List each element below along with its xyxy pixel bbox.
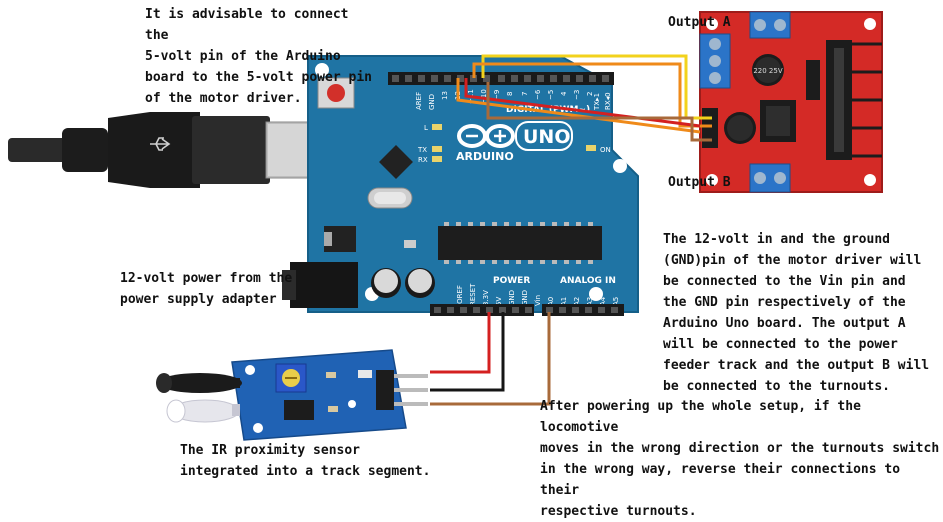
arduino-uno-board: AREF GND 13 12 ~11 ~10 ~9 8 7 ~6 ~5 4 ~3…	[282, 55, 639, 316]
analog-pin-label: A5	[612, 297, 620, 306]
l-led-label: L	[424, 124, 428, 132]
usb-symbol-icon	[150, 137, 171, 151]
analog-pin-label: A0	[547, 297, 555, 306]
digital-pin-label: GND	[428, 94, 436, 110]
analog-pin-label: A3	[586, 297, 594, 306]
wires	[430, 54, 712, 406]
digital-pin-label: ~9	[493, 90, 501, 100]
on-led-label: ON	[600, 146, 611, 154]
power-pin-label: RESET	[469, 283, 477, 306]
tx-led-label: TX	[417, 146, 427, 154]
power-pin-label: 3.3V	[482, 290, 490, 306]
power-pin-label: IOREF	[456, 285, 464, 306]
red-wire-signal	[464, 78, 701, 128]
brown-wire	[486, 82, 712, 142]
black-wire-gnd	[430, 312, 505, 392]
digital-pin-label: 4	[560, 91, 568, 96]
power-supply-note: 12-volt power from the power supply adap…	[120, 271, 293, 307]
analog-pin-label: A4	[599, 296, 607, 306]
usb-cable	[8, 112, 359, 188]
digital-pin-label: ~6	[534, 89, 542, 100]
brown-wire-analog	[430, 312, 551, 406]
digital-pin-label: 8	[506, 92, 514, 96]
output-b-label: Output B	[668, 175, 731, 190]
ir-sensor-module	[156, 349, 428, 441]
analog-header-label: ANALOG IN	[560, 276, 616, 286]
digital-pin-label: TX▸1	[593, 93, 601, 111]
red-wire-5v	[430, 312, 491, 374]
power-header-label: POWER	[493, 276, 530, 286]
capacitor-label: 220 25V	[753, 67, 782, 75]
power-pin-label: GND	[508, 290, 516, 306]
orange-wire-2	[456, 78, 701, 134]
digital-pin-label: 13	[441, 91, 449, 100]
output-a-label: Output A	[668, 15, 731, 30]
analog-pin-label: A1	[560, 297, 568, 306]
power-jack	[290, 262, 358, 308]
digital-pin-label: ~5	[547, 90, 555, 100]
power-pin-label: Vin	[534, 295, 542, 306]
ir-sensor-note: The IR proximity sensor integrated into …	[180, 443, 431, 479]
arduino-logo-icon	[457, 124, 515, 148]
wiring-diagram: AREF GND 13 12 ~11 ~10 ~9 8 7 ~6 ~5 4 ~3…	[8, 11, 883, 441]
five-volt-note: It is advisable to connect the 5-volt pi…	[145, 7, 372, 106]
power-pin-label: 5V	[495, 297, 503, 306]
digital-pin-label: AREF	[415, 92, 423, 110]
reset-button-icon	[327, 84, 345, 102]
digital-pin-label: ~10	[480, 89, 488, 104]
motor-driver-board: 220 25V Output A Output B	[668, 11, 883, 193]
digital-pin-label: ~3	[573, 90, 581, 100]
wiring-note: The 12-volt in and the ground (GND)pin o…	[663, 232, 930, 394]
atmega-chip	[438, 226, 602, 260]
uno-model-label: UNO	[523, 126, 570, 148]
digital-pin-label: 2	[586, 92, 594, 96]
arduino-brand-label: ARDUINO	[456, 150, 514, 163]
digital-header-label: DIGITAL (PWM~)	[506, 105, 590, 115]
analog-pin-label: A2	[573, 297, 581, 306]
rx-led-label: RX	[418, 156, 428, 164]
power-header	[430, 304, 534, 316]
digital-pin-label: 7	[521, 92, 529, 96]
reverse-connections-note: After powering up the whole setup, if th…	[540, 399, 940, 519]
digital-pin-label: RX◂0	[604, 92, 612, 110]
power-pin-label: GND	[521, 290, 529, 306]
